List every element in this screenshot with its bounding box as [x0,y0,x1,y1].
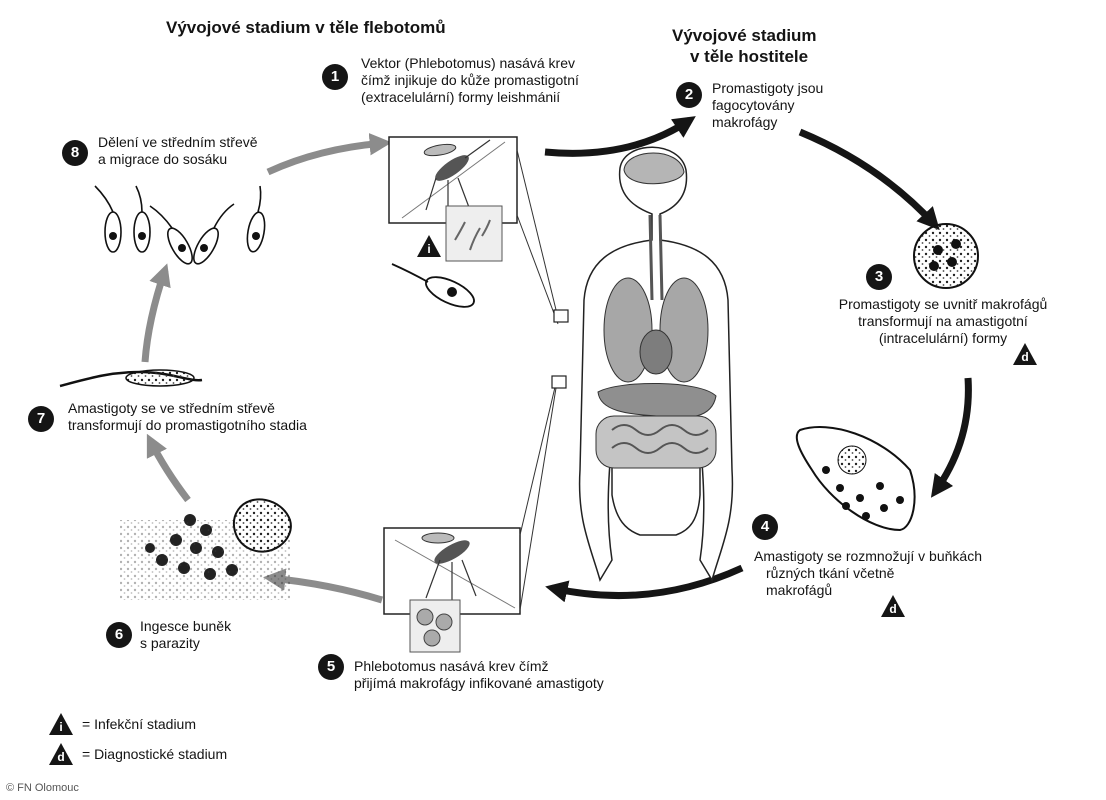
step-4-line-1: Amastigoty se rozmnožují v buňkách [754,548,982,564]
infective-stage-badge-step-1: i [416,234,442,258]
sandfly-panel-top [388,136,559,325]
step-5-number: 5 [318,654,344,680]
title-phlebotomus-stage: Vývojové stadium v těle flebotomů [166,18,446,37]
promastigote-single [391,263,475,308]
legend-infective-badge: i [48,712,74,736]
step-3-caption: Promastigoty se uvnitř makrofágů transfo… [812,296,1074,347]
legend-infective-label: = Infekční stadium [82,716,197,732]
legend-diagnostic-label: = Diagnostické stadium [82,746,228,762]
step-7-number: 7 [28,406,54,432]
step-8-line-1: Dělení ve středním střevě [98,134,258,150]
step-6-number: 6 [106,622,132,648]
arrow-4-to-5 [545,564,744,603]
step-2-caption: Promastigoty jsou fagocytovány makrofágy [712,80,823,131]
step-1-number: 1 [322,64,348,90]
diagnostic-badge-letter: d [889,602,897,616]
arrow-1-to-2 [544,116,696,157]
step-1-line-2: čímž injikuje do kůže promastigotní [361,72,579,89]
step-3-number: 3 [866,264,892,290]
arrow-6-to-7 [146,433,191,503]
step-7-line-2: transformují do promastigotního stadia [68,417,307,434]
step-6-line-2: s parazity [140,635,200,652]
step-1-line-1: Vektor (Phlebotomus) nasává krev [361,55,575,71]
copyright-notice: © FN Olomouc [6,782,79,794]
title-host-stage-line-2: v těle hostitele [690,47,809,66]
step-2-line-1: Promastigoty jsou [712,80,824,96]
step-8-line-2: a migrace do sosáku [98,151,228,168]
step-6-line-1: Ingesce buněk [140,618,232,634]
arrow-3-to-4 [930,377,972,498]
warning-triangle-icon [49,743,73,765]
step-5-caption: Phlebotomus nasává krev čímž přijímá mak… [354,658,604,692]
legend-diagnostic-badge: d [48,742,74,766]
step-8-number: 8 [62,140,88,166]
step-6-caption: Ingesce buněk s parazity [140,618,231,652]
step-4-line-3: makrofágů [766,582,833,599]
warning-triangle-icon [417,235,441,257]
infected-macrophage-step-4 [795,426,916,532]
diagnostic-stage-badge-step-4: d [880,594,906,618]
step-2-line-3: makrofágy [712,114,778,131]
infective-badge-letter: i [427,242,431,256]
step-4-number: 4 [752,514,778,540]
arrow-8-to-1 [266,133,392,176]
legend-infective-letter: i [59,720,63,734]
arrow-7-to-8 [141,263,171,363]
diagnostic-stage-badge-step-3: d [1012,342,1038,366]
step-4-caption: Amastigoty se rozmnožují v buňkách různý… [754,548,982,599]
step-5-line-1: Phlebotomus nasává krev čímž [354,658,549,674]
step-4-line-2: různých tkání včetně [766,565,895,582]
ingested-cells-step-6 [120,498,292,600]
step-2-number: 2 [676,82,702,108]
step-3-line-1: Promastigoty se uvnitř makrofágů [838,296,1048,312]
step-5-line-2: přijímá makrofágy infikované amastigoty [354,675,604,692]
legend-diagnostic-letter: d [57,750,65,764]
step-3-line-2: transformují na amastigotní [858,313,1028,330]
arrow-2-to-3 [798,128,940,231]
step-7-line-1: Amastigoty se ve středním střevě [68,400,275,416]
warning-triangle-icon [1013,343,1037,365]
step-1-caption: Vektor (Phlebotomus) nasává krev čímž in… [361,55,579,106]
macrophage-step-3 [913,223,979,289]
cycle-arrows [141,116,972,604]
step-3-line-3: (intracelulární) formy [878,330,1008,347]
promastigote-group [94,185,266,265]
step-1-line-3: (extracelulární) formy leishmánií [361,89,561,106]
warning-triangle-icon [881,595,905,617]
sandfly-panel-bottom [383,382,557,653]
step-7-caption: Amastigoty se ve středním střevě transfo… [68,400,307,434]
step-2-line-2: fagocytovány [712,97,795,114]
title-host-stage-line-1: Vývojové stadium [672,26,817,45]
warning-triangle-icon [49,713,73,735]
step-8-caption: Dělení ve středním střevě a migrace do s… [98,134,258,168]
elongated-promastigote [59,369,203,388]
human-body [551,146,734,582]
diagnostic-badge-letter: d [1021,350,1029,364]
